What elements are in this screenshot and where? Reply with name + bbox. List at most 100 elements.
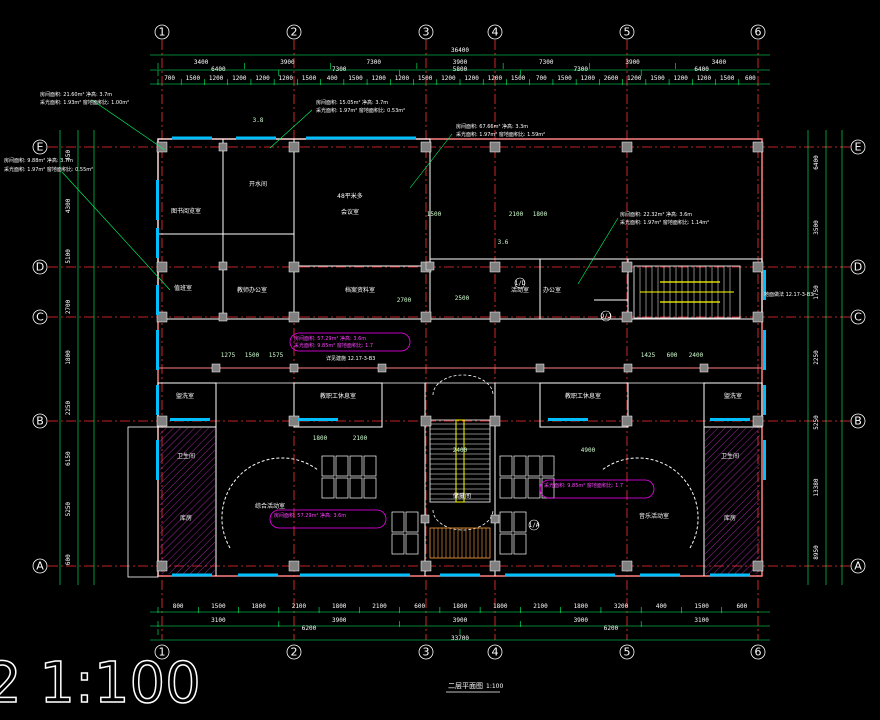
- glazing-cell-right: [541, 455, 555, 477]
- column: [289, 363, 299, 373]
- dim-bottom-pair: 6200: [302, 625, 317, 632]
- axis-bubble-label: C: [36, 311, 44, 324]
- window-horizontal: [306, 136, 416, 140]
- axis-bubble-circle: [850, 309, 866, 325]
- note-text: 地面做法 12.17-3-B3: [764, 291, 813, 298]
- activity-room-arcs: [221, 374, 699, 549]
- axis-bubble-label: 4: [492, 646, 499, 659]
- column: [288, 415, 300, 427]
- dim-left: 2250: [65, 400, 72, 415]
- magenta-note: 采光面积: 9.85m² 窗地面积比: 1.7: [294, 342, 373, 349]
- axis-tags: 1/D 1/A D/J: [515, 277, 611, 531]
- window-horizontal: [505, 573, 615, 577]
- dim-top-bay: 3400: [194, 59, 209, 66]
- dim-top-detail: 1500: [557, 75, 572, 82]
- glazing-cell-left: [321, 477, 335, 499]
- axis-bubble-circle: [850, 558, 866, 574]
- room-labels: 图书阅览室 开水间 48平米多 会议室 档案资料室 教师办公室 办公室 值班室 …: [171, 180, 742, 522]
- dim-bottom-detail: 800: [173, 603, 184, 610]
- axis-bubble-circle: [487, 644, 503, 660]
- dim-right: 6400: [813, 155, 820, 170]
- axis-bubble-label: B: [36, 415, 44, 428]
- dim-misc: 2500: [455, 295, 470, 302]
- column: [752, 311, 764, 323]
- dim-top-detail: 2600: [604, 75, 619, 82]
- glazing-cell-right: [499, 477, 513, 499]
- stair-handrail: [455, 419, 465, 503]
- axis-bubble-label: 5: [624, 26, 631, 39]
- room-label: 教师办公室: [237, 286, 267, 294]
- room-label: 音乐活动室: [639, 512, 669, 520]
- structural-columns: [156, 141, 764, 572]
- axis-bubble-label: D: [36, 261, 44, 274]
- note-text: 房间面积: 15.05m² 净高: 3.7m: [316, 99, 388, 106]
- dim-left: 2700: [65, 299, 72, 314]
- window-horizontal: [440, 573, 480, 577]
- dim-bottom-mid: 3100: [211, 617, 226, 624]
- dim-misc: 3.6: [498, 239, 509, 246]
- axis-bubble-circle: [154, 644, 170, 660]
- magenta-note: 房间面积: 57.29m² 净高: 3.6m: [274, 512, 346, 519]
- axis-bubble-circle: [619, 644, 635, 660]
- column: [288, 261, 300, 273]
- note-text: 房间面积: 9.88m² 净高: 3.7m: [4, 157, 73, 164]
- room-label: 档案资料室: [345, 286, 375, 294]
- axis-bubble-label: 6: [755, 646, 762, 659]
- dim-misc: 1800: [313, 435, 328, 442]
- room-label: 值班室: [174, 284, 192, 292]
- dim-top-detail: 1200: [697, 75, 712, 82]
- dim-top-detail: 1200: [581, 75, 596, 82]
- note-text: 采光面积: 1.97m² 窗地面积比: 1.14m²: [620, 219, 709, 226]
- column: [377, 363, 387, 373]
- axis-bubble-circle: [750, 644, 766, 660]
- dim-bottom-detail: 1800: [251, 603, 266, 610]
- column: [621, 415, 633, 427]
- dim-bottom-detail: 1800: [453, 603, 468, 610]
- magenta-callouts: 房间面积: 57.29m² 净高: 3.6m 采光面积: 9.85m² 窗地面积…: [269, 332, 655, 529]
- column: [156, 560, 168, 572]
- hatch-left: [160, 428, 215, 574]
- dim-top-mid: 7300: [332, 66, 347, 73]
- dim-misc: 2100: [353, 435, 368, 442]
- dim-bottom-mid: 3900: [453, 617, 468, 624]
- room-label: 活动室: [511, 286, 529, 294]
- dim-top-detail: 1500: [511, 75, 526, 82]
- dim-bottom-mid: 3900: [574, 617, 589, 624]
- room-label: 会议室: [341, 208, 359, 216]
- axis-bubble-label: A: [854, 560, 862, 573]
- room-wall: [293, 382, 383, 428]
- window-internal: [710, 418, 750, 421]
- window-horizontal: [710, 573, 750, 577]
- magenta-note: 房间面积: 57.29m² 净高: 3.6m: [294, 335, 366, 342]
- glazing-cell-left: [363, 477, 377, 499]
- dim-misc: 2100: [509, 211, 524, 218]
- axis-bubble-circle: [32, 413, 48, 429]
- drawing-title-block: 二层平面图 1:100: [446, 682, 503, 693]
- arc-stair-bottom: [432, 509, 494, 531]
- dim-top-detail: 1200: [279, 75, 294, 82]
- axis-bubble-label: 6: [755, 26, 762, 39]
- dim-misc: 1500: [427, 211, 442, 218]
- dim-top-mid: 5800: [453, 66, 468, 73]
- callout-box: [269, 509, 387, 529]
- dim-top-mid: 6400: [211, 66, 226, 73]
- axis-bubble-circle: [286, 24, 302, 40]
- window-internal: [298, 418, 338, 421]
- axis-bubble-label: 1: [159, 26, 166, 39]
- column: [535, 363, 545, 373]
- column: [218, 312, 228, 322]
- window-vertical: [156, 440, 159, 480]
- dim-top-bay: 7300: [366, 59, 381, 66]
- dim-left: 5250: [65, 502, 72, 517]
- dim-top-detail: 1500: [186, 75, 201, 82]
- dim-left: 6150: [65, 451, 72, 466]
- window-vertical: [763, 440, 766, 480]
- note-text: 采光面积: 1.97m² 窗地面积比: 1.59m²: [456, 131, 545, 138]
- column: [621, 560, 633, 572]
- axis-bubble-label: E: [855, 141, 862, 154]
- column: [490, 514, 500, 524]
- room-label: 教职工休息室: [565, 392, 601, 400]
